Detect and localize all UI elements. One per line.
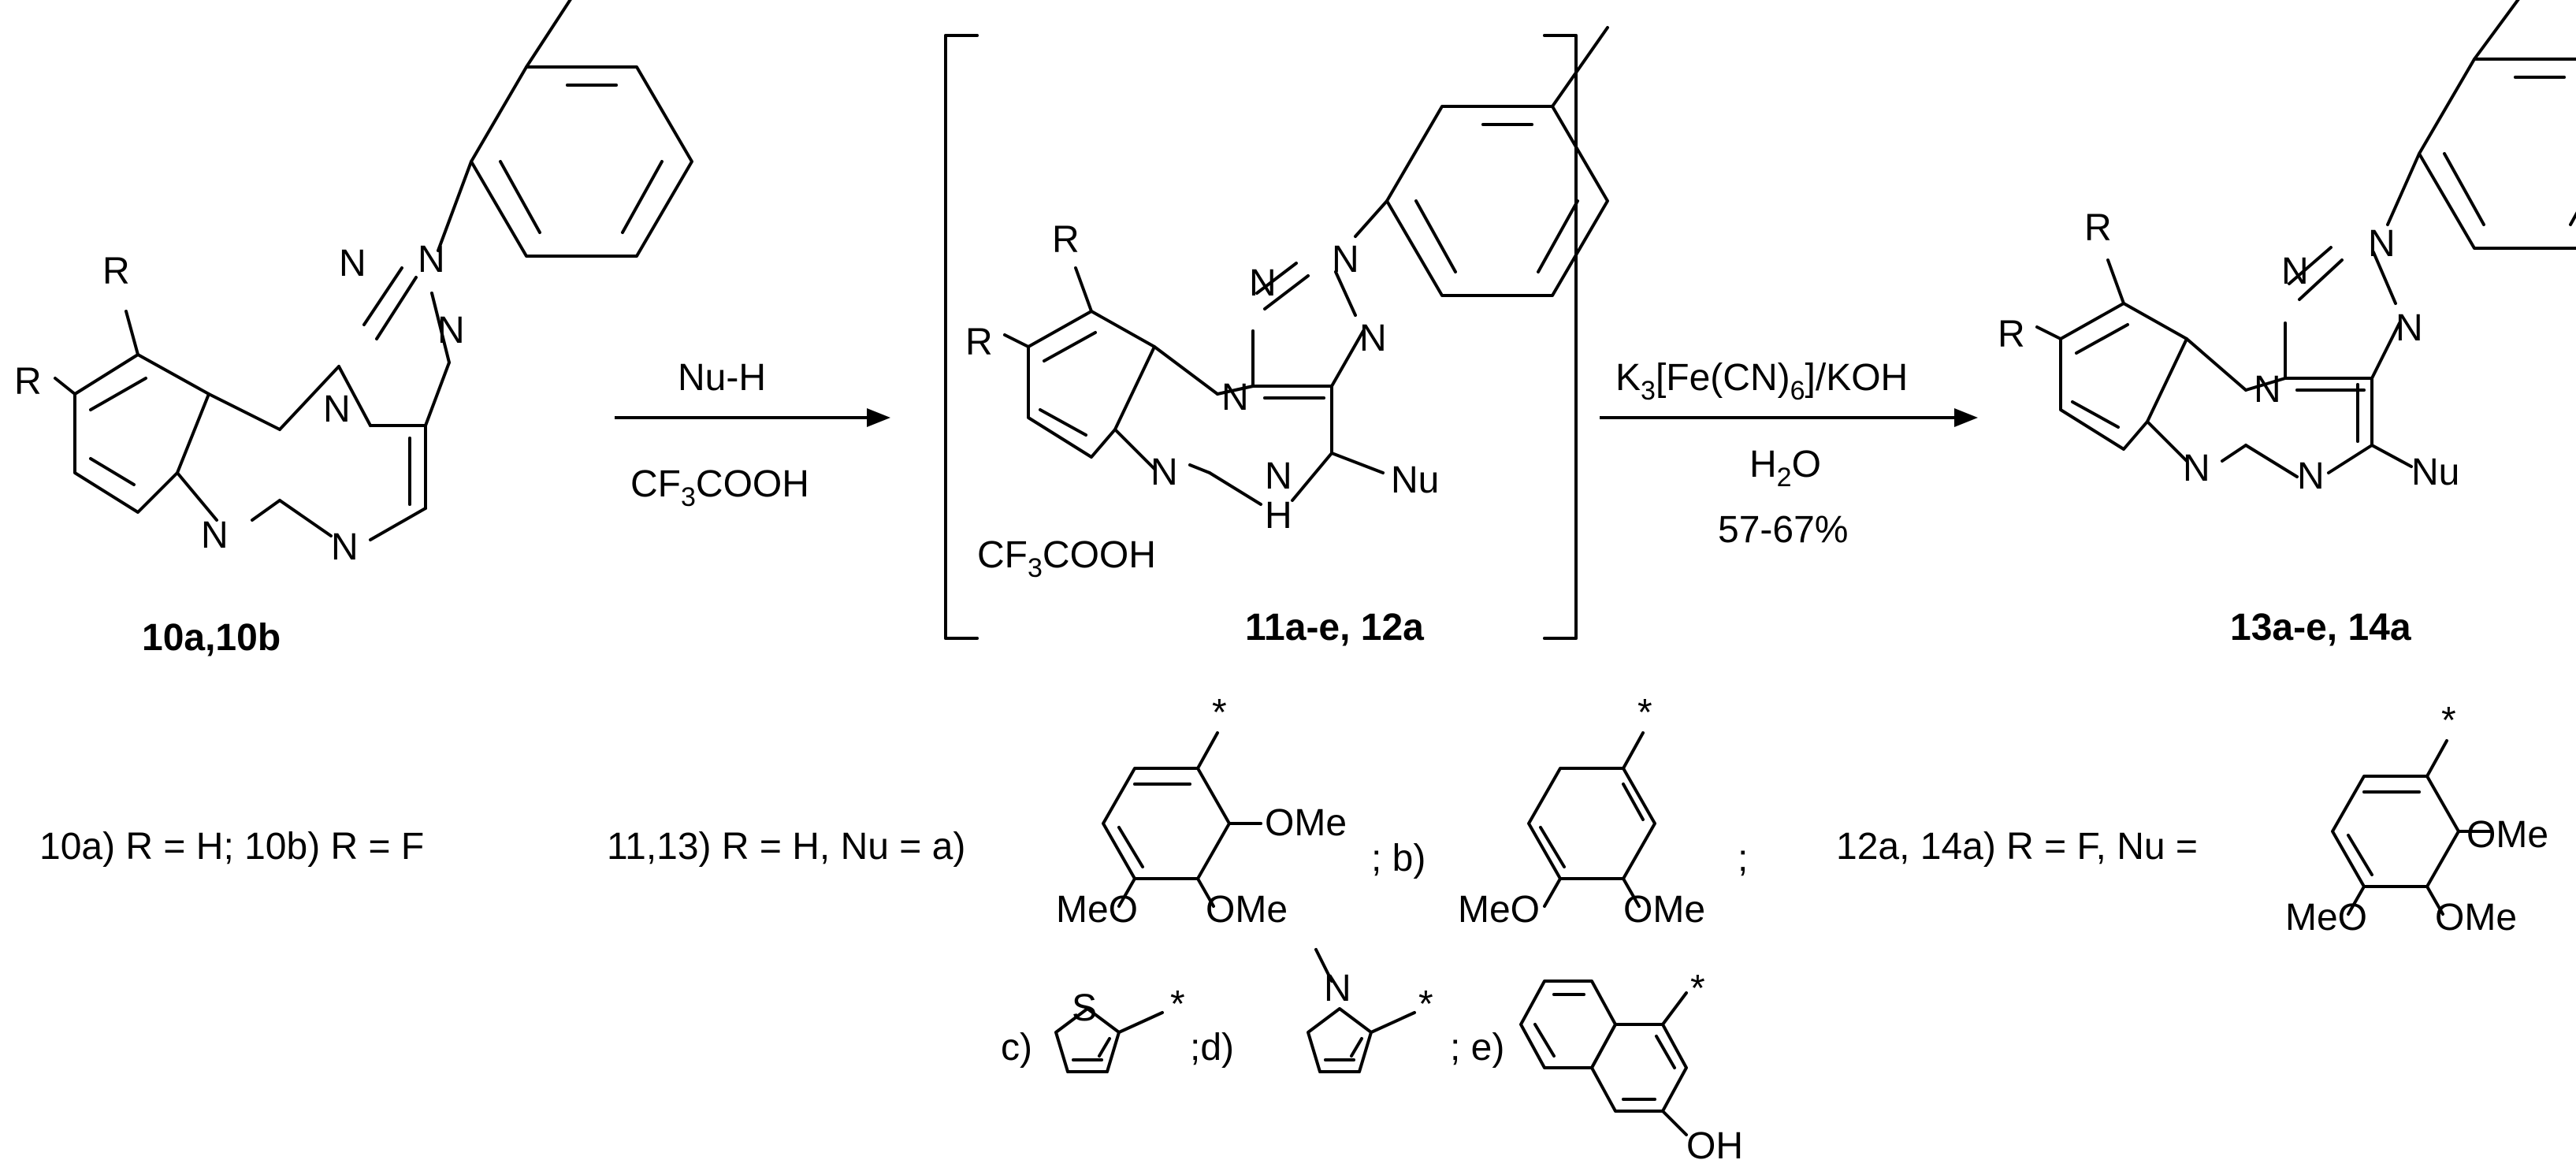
intermediate-r-top: R bbox=[1052, 219, 1080, 261]
product-nu: Nu bbox=[2411, 452, 2459, 493]
intermediate-n-bridge: N bbox=[1221, 377, 1249, 418]
intermediate-n-imid: N bbox=[1150, 452, 1178, 493]
product-r-left: R bbox=[1998, 314, 2025, 355]
substituent-12a-star: * bbox=[2441, 700, 2456, 742]
substituent-e-oh: OH bbox=[1686, 1125, 1743, 1167]
substituent-c-s: S bbox=[1072, 987, 1097, 1029]
substituent-a-star: * bbox=[1212, 692, 1227, 734]
intermediate-nu: Nu bbox=[1391, 459, 1439, 501]
intermediate-n2: N bbox=[1332, 239, 1359, 281]
substituent-d-n: N bbox=[1324, 968, 1351, 1009]
substituent-c-star: * bbox=[1170, 983, 1185, 1025]
product-n2: N bbox=[2368, 223, 2396, 265]
step2-reagent-top: K3[Fe(CN)6]/KOH bbox=[1615, 357, 1908, 406]
product-13-structure bbox=[2035, 0, 2576, 478]
substituent-12a-meo: MeO bbox=[2285, 897, 2367, 939]
reactant-n2: N bbox=[418, 239, 445, 281]
step1-reagent-top: Nu-H bbox=[678, 357, 766, 399]
reactant-n-bridge: N bbox=[323, 388, 351, 430]
intermediate-n1: N bbox=[1249, 262, 1277, 304]
reactant-n-pyr: N bbox=[331, 526, 359, 568]
step2-reagent-mid: H2O bbox=[1749, 444, 1821, 493]
reactant-n-imid: N bbox=[201, 515, 229, 556]
product-n-bridge: N bbox=[2254, 369, 2281, 411]
substituent-a-meo-4: MeO bbox=[1056, 889, 1138, 931]
substituent-b-structure bbox=[1527, 731, 1656, 908]
intermediate-nh-n: N bbox=[1265, 455, 1292, 497]
legend-r11: 11,13) R = H, Nu = a) bbox=[607, 826, 965, 868]
product-n-pyr: N bbox=[2297, 455, 2325, 497]
intermediate-r-left: R bbox=[965, 322, 993, 363]
intermediate-n3: N bbox=[1359, 318, 1387, 359]
substituent-a-ome-2: OMe bbox=[1265, 802, 1347, 844]
product-n1: N bbox=[2281, 251, 2309, 292]
reactant-n3: N bbox=[437, 310, 465, 351]
substituent-12a-ome-3: OMe bbox=[2435, 897, 2517, 939]
reactant-n1: N bbox=[339, 243, 366, 284]
intermediate-11-structure bbox=[1003, 26, 1609, 506]
reactant-r-top: R bbox=[102, 251, 130, 292]
reactant-10-structure bbox=[54, 0, 693, 541]
reactant-label: 10a,10b bbox=[142, 617, 281, 659]
substituent-a-structure bbox=[1102, 731, 1262, 908]
legend-e: ; e) bbox=[1450, 1027, 1504, 1069]
intermediate-brackets bbox=[944, 34, 1578, 640]
step2-yield: 57-67% bbox=[1718, 509, 1848, 551]
reaction-arrow-1 bbox=[615, 408, 890, 427]
substituent-12a-ome-2: OMe bbox=[2466, 814, 2548, 856]
substituent-e-naphthol bbox=[1519, 980, 1688, 1136]
product-label: 13a-e, 14a bbox=[2230, 607, 2411, 649]
substituent-b-ome: OMe bbox=[1623, 889, 1705, 931]
substituent-c-thiophene bbox=[1054, 1007, 1164, 1073]
substituent-e-star: * bbox=[1690, 968, 1705, 1009]
substituent-12a-structure bbox=[2331, 739, 2492, 916]
substituent-d-pyrrole bbox=[1307, 948, 1416, 1073]
step1-reagent-bottom: CF3COOH bbox=[630, 463, 809, 512]
legend-r10: 10a) R = H; 10b) R = F bbox=[39, 826, 424, 868]
product-r-top: R bbox=[2084, 207, 2112, 249]
legend-sep-b: ; b) bbox=[1371, 838, 1426, 879]
intermediate-salt: CF3COOH bbox=[977, 534, 1156, 583]
intermediate-nh-h: H bbox=[1265, 495, 1292, 537]
legend-d: ;d) bbox=[1190, 1027, 1234, 1069]
substituent-d-star: * bbox=[1418, 983, 1433, 1025]
legend-r12: 12a, 14a) R = F, Nu = bbox=[1836, 826, 2198, 868]
reactant-r-left: R bbox=[14, 361, 42, 403]
substituent-b-meo: MeO bbox=[1458, 889, 1540, 931]
substituent-a-ome-3: OMe bbox=[1206, 889, 1288, 931]
product-n3: N bbox=[2396, 307, 2423, 349]
reaction-arrow-2 bbox=[1600, 408, 1978, 427]
product-n-imid: N bbox=[2183, 448, 2210, 489]
substituent-b-star: * bbox=[1637, 692, 1652, 734]
intermediate-label: 11a-e, 12a bbox=[1245, 607, 1424, 649]
legend-c: c) bbox=[1001, 1027, 1032, 1069]
legend-sep-semicolon: ; bbox=[1738, 838, 1748, 879]
